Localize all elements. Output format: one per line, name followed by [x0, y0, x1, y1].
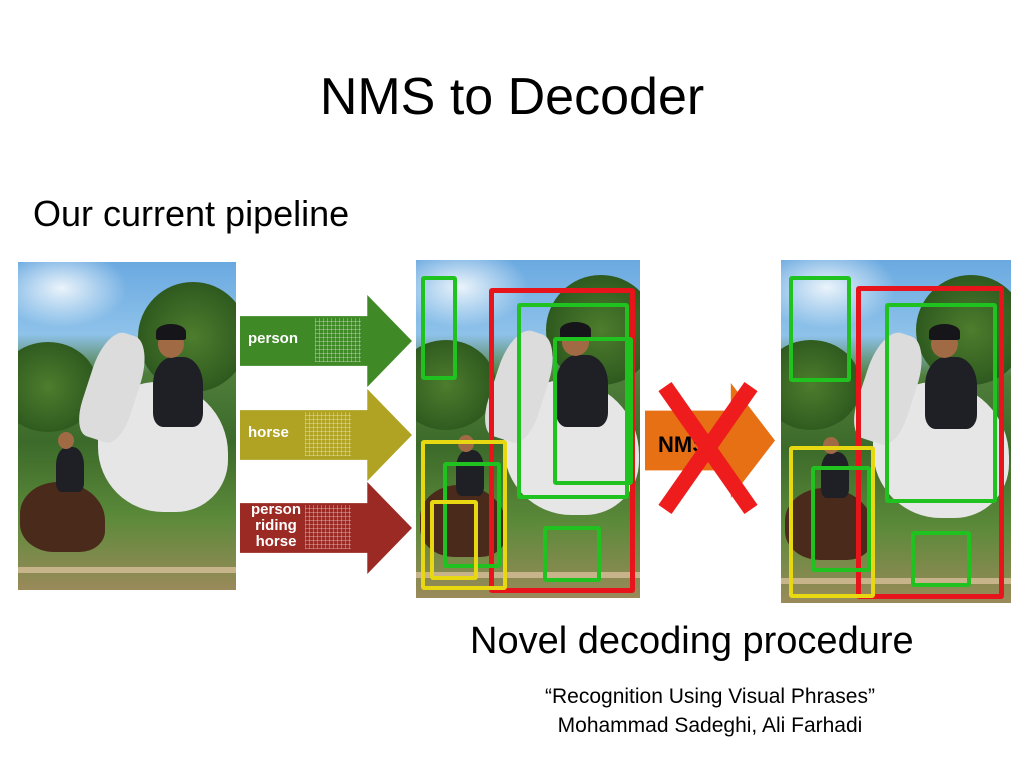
person-template-icon	[315, 318, 361, 362]
decoded-box-person	[885, 303, 997, 503]
pipeline-subtitle: Our current pipeline	[33, 193, 350, 234]
detection-box-person	[543, 526, 601, 582]
decoded-box-person	[789, 276, 851, 382]
horse-template-icon	[305, 412, 351, 456]
detector-label-person: person	[248, 330, 299, 347]
decoded-box-person	[911, 531, 971, 587]
detection-box-person	[517, 303, 629, 499]
detections-photo	[416, 260, 640, 598]
citation-authors: Mohammad Sadeghi, Ali Farhadi	[557, 714, 863, 737]
input-photo	[18, 262, 236, 590]
detection-box-person	[553, 337, 633, 485]
detector-label-person-riding-horse: person riding horse	[250, 501, 301, 550]
detection-box-person	[421, 276, 457, 380]
detection-box-horse	[421, 440, 507, 590]
slide-title: NMS to Decoder	[319, 68, 705, 126]
citation: “Recognition Using Visual Phrases” Moham…	[480, 682, 940, 740]
detection-box-horse	[430, 500, 478, 580]
detector-label-horse: horse	[248, 424, 289, 441]
decoding-caption: Novel decoding procedure	[470, 620, 914, 662]
citation-title: “Recognition Using Visual Phrases”	[545, 685, 875, 708]
decoded-box-horse	[789, 446, 875, 598]
decoded-box-person	[811, 466, 871, 572]
decoded-box-person-riding-horse	[856, 286, 1004, 599]
person-riding-horse-template-icon	[305, 505, 351, 549]
detection-box-person	[443, 462, 501, 568]
